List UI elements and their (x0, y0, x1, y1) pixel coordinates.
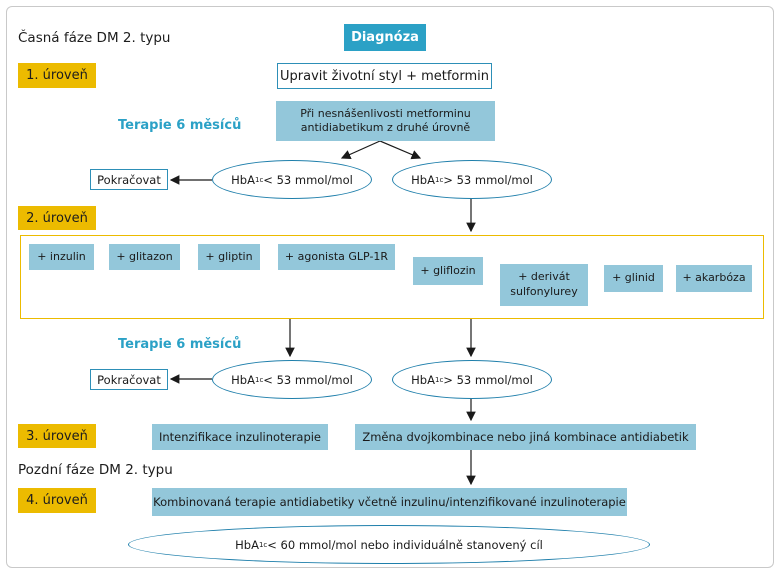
change-combination-box: Změna dvojkombinace nebo jiná kombinace … (355, 424, 696, 450)
hba1c-subscript: 1c (434, 175, 444, 184)
hba1c-label: HbA (235, 537, 259, 552)
drug-insulin: + inzulin (29, 244, 94, 270)
insulin-intensification-box: Intenzifikace inzulinoterapie (152, 424, 328, 450)
drug-gliflozin: + gliflozin (413, 257, 483, 285)
hba1c-below-value: < 53 mmol/mol (263, 172, 353, 187)
late-phase-label: Pozdní fáze DM 2. typu (18, 462, 173, 478)
drug-glitazone: + glitazon (109, 244, 180, 270)
hba1c-target-value: < 60 mmol/mol nebo individuálně stanoven… (267, 537, 543, 552)
drug-glp1-agonist: + agonista GLP-1R (278, 244, 395, 270)
hba1c-subscript: 1c (258, 540, 268, 549)
combined-therapy-box: Kombinovaná terapie antidiabetiky včetně… (152, 488, 627, 516)
hba1c-label: HbA (411, 172, 435, 187)
hba1c-below-value: < 53 mmol/mol (263, 372, 353, 387)
hba1c-subscript: 1c (254, 375, 264, 384)
therapy-duration-label-2: Terapie 6 měsíců (118, 337, 242, 352)
early-phase-label: Časná fáze DM 2. typu (18, 30, 171, 46)
therapy-duration-label-1: Terapie 6 měsíců (118, 118, 242, 133)
lifestyle-metformin-box: Upravit životní styl + metformin (277, 63, 492, 89)
level-3-badge: 3. úroveň (18, 424, 96, 448)
diagnosis-box: Diagnóza (344, 24, 426, 51)
continue-box-1: Pokračovat (90, 169, 168, 190)
level-1-badge: 1. úroveň (18, 63, 96, 88)
drug-glinide: + glinid (604, 265, 663, 292)
hba1c-label: HbA (411, 372, 435, 387)
hba1c-above-value: > 53 mmol/mol (443, 372, 533, 387)
metformin-intolerance-box: Při nesnášenlivosti metforminu antidiabe… (276, 101, 495, 141)
level-2-drug-options (20, 235, 764, 319)
hba1c-above-value: > 53 mmol/mol (443, 172, 533, 187)
arrow-intolerance-to-below (340, 140, 381, 159)
diagram-frame (6, 6, 774, 568)
hba1c-subscript: 1c (434, 375, 444, 384)
drug-gliptin: + gliptin (198, 244, 260, 270)
hba1c-label: HbA (231, 172, 255, 187)
hba1c-subscript: 1c (254, 175, 264, 184)
level-4-badge: 4. úroveň (18, 488, 96, 513)
drug-sulfonylurea: + derivát sulfonylurey (500, 264, 588, 306)
hba1c-label: HbA (231, 372, 255, 387)
arrow-intolerance-to-above (379, 140, 422, 160)
continue-box-2: Pokračovat (90, 369, 168, 390)
drug-acarbose: + akarbóza (676, 265, 752, 292)
level-2-badge: 2. úroveň (18, 206, 96, 230)
